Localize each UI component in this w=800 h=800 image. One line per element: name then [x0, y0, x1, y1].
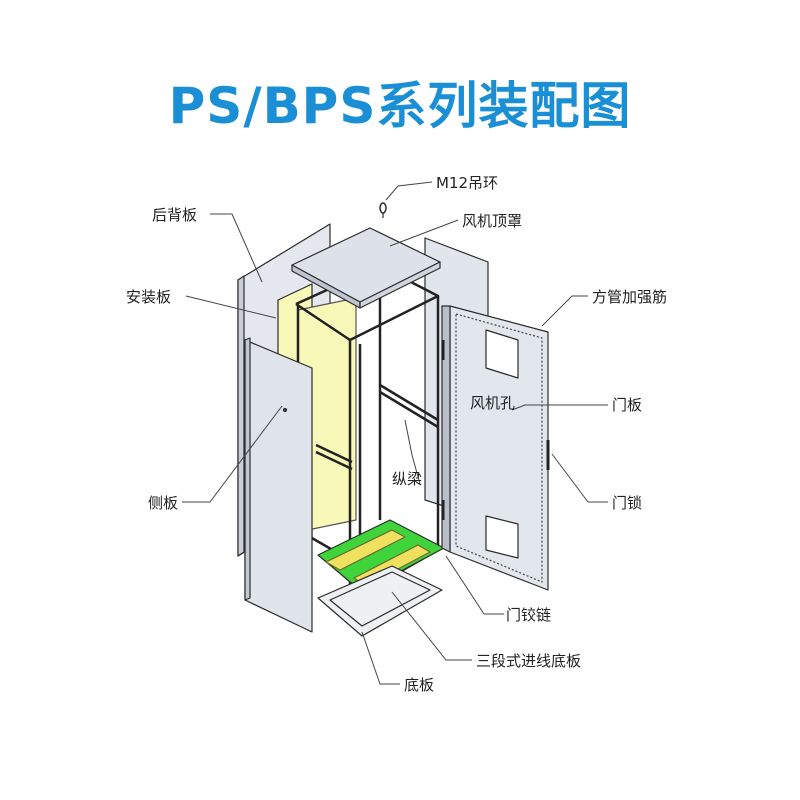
label-door-hinge: 门铰链	[506, 606, 552, 624]
label-bottom-plate: 底板	[404, 676, 435, 694]
leader-lines	[182, 181, 608, 685]
fan-hole-bottom	[485, 515, 519, 559]
side-panel	[244, 339, 313, 633]
label-door-panel: 门板	[612, 396, 643, 414]
label-longitudinal-beam: 纵梁	[392, 470, 423, 488]
label-square-tube-rib: 方管加强筋	[592, 288, 668, 306]
label-mounting-plate: 安装板	[126, 288, 172, 306]
diagram-title: PS/BPS系列装配图	[168, 77, 632, 135]
fan-hole-top	[485, 329, 519, 379]
label-side-panel: 侧板	[148, 494, 179, 512]
label-door-lock: 门锁	[612, 494, 643, 512]
label-cable-entry-bottom-plate: 三段式进线底板	[476, 652, 582, 670]
label-fan-top-cover: 风机顶罩	[462, 212, 523, 230]
label-lifting-ring: M12吊环	[436, 174, 499, 192]
label-rear-panel: 后背板	[152, 206, 198, 224]
bottom-plate	[317, 565, 443, 637]
label-fan-hole: 风机孔	[470, 394, 516, 412]
lifting-ring	[379, 202, 387, 214]
